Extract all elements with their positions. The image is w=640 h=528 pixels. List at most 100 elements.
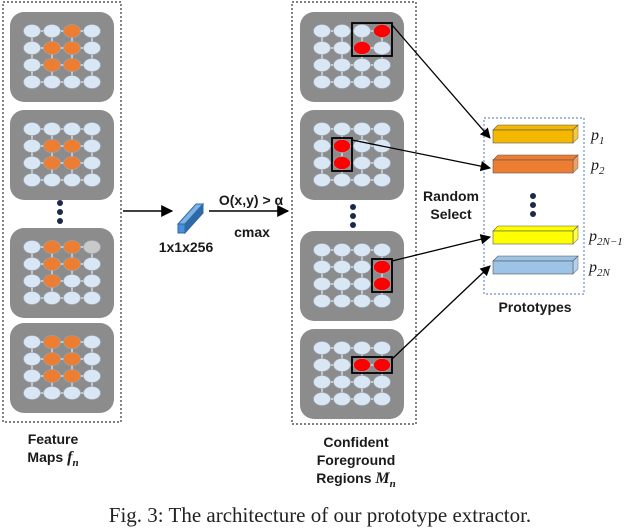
feature-node — [313, 139, 331, 153]
threshold-condition: O(x,y) > α — [218, 192, 284, 208]
active-node — [63, 335, 81, 349]
feature-node — [333, 243, 351, 257]
feature-node — [83, 257, 101, 271]
feature-node — [313, 122, 331, 136]
feature-node — [23, 58, 41, 72]
feature-node — [313, 375, 331, 389]
region-box — [351, 22, 393, 57]
feature-node — [373, 341, 391, 355]
region-tile — [300, 231, 404, 321]
feature-node — [43, 24, 61, 38]
prototypes-label: Prototypes — [498, 299, 572, 315]
more-prototypes-ellipsis — [528, 193, 538, 220]
feature-node — [353, 58, 371, 72]
bar-top — [492, 225, 579, 232]
feature-node — [373, 75, 391, 89]
active-node — [63, 352, 81, 366]
feature-node — [333, 41, 351, 55]
active-node — [373, 260, 391, 274]
feature-node — [63, 122, 81, 136]
feature-node — [83, 386, 101, 400]
region-box — [371, 258, 393, 293]
feature-node — [313, 277, 331, 291]
feature-node — [353, 375, 371, 389]
feature-node — [23, 24, 41, 38]
region-box — [331, 137, 353, 172]
feature-node — [43, 173, 61, 187]
feature-node — [83, 58, 101, 72]
tile-background — [10, 228, 114, 318]
selection-arrows — [351, 24, 492, 360]
cmax-label: cmax — [234, 224, 270, 240]
feature-node — [353, 392, 371, 406]
active-node — [63, 139, 81, 153]
active-node — [43, 240, 61, 254]
feature-node — [23, 386, 41, 400]
active-node — [373, 24, 391, 38]
region-tile — [300, 110, 404, 200]
tile-background — [10, 323, 114, 413]
figure-caption: Fig. 3: The architecture of our prototyp… — [108, 503, 532, 527]
feature-node — [333, 392, 351, 406]
feature-node — [333, 173, 351, 187]
feature-node — [333, 122, 351, 136]
active-node — [43, 41, 61, 55]
feature-node — [43, 386, 61, 400]
feature-node — [63, 386, 81, 400]
feature-node — [83, 369, 101, 383]
feature-node — [23, 257, 41, 271]
feature-node — [313, 41, 331, 55]
prototype-bar — [492, 255, 579, 275]
feature-node — [23, 122, 41, 136]
feature-node — [333, 375, 351, 389]
feature-maps-label: Feature Maps fn — [27, 431, 79, 470]
active-node — [353, 358, 371, 372]
feature-node — [333, 358, 351, 372]
feature-node — [373, 375, 391, 389]
feature-node — [63, 291, 81, 305]
feature-node — [83, 122, 101, 136]
active-node — [353, 41, 371, 55]
active-node — [43, 335, 61, 349]
feature-node — [23, 240, 41, 254]
bar-front — [492, 129, 574, 144]
feature-node — [353, 294, 371, 308]
feature-node — [333, 341, 351, 355]
feature-node — [83, 139, 101, 153]
active-node — [63, 41, 81, 55]
feature-node — [313, 24, 331, 38]
feature-node — [353, 341, 371, 355]
feature-node — [333, 75, 351, 89]
active-node — [373, 358, 391, 372]
tile-background — [10, 12, 114, 102]
feature-node — [83, 75, 101, 89]
active-node — [373, 277, 391, 291]
active-node — [43, 352, 61, 366]
feature-node — [313, 341, 331, 355]
active-node — [63, 24, 81, 38]
bar-top — [492, 255, 579, 262]
feature-node — [373, 41, 391, 55]
feature-node — [23, 173, 41, 187]
more-maps-ellipsis — [55, 200, 65, 227]
selection-arrow — [391, 24, 491, 139]
active-node — [43, 156, 61, 170]
bar-top — [492, 154, 579, 161]
feature-node — [23, 41, 41, 55]
feature-map-tile — [10, 110, 114, 200]
feature-node — [353, 173, 371, 187]
prototype-bar — [492, 225, 579, 245]
feature-node — [83, 24, 101, 38]
feature-node — [313, 294, 331, 308]
prototype-label-1: p1 — [591, 127, 605, 148]
feature-node — [373, 122, 391, 136]
feature-node — [313, 392, 331, 406]
random-select-label: Random Select — [423, 188, 479, 223]
dimension-label: 1x1x256 — [158, 239, 214, 255]
feature-node — [333, 294, 351, 308]
active-node — [43, 274, 61, 288]
active-node — [333, 156, 351, 170]
feature-map-tile — [10, 323, 114, 413]
active-node — [63, 58, 81, 72]
active-node — [63, 369, 81, 383]
